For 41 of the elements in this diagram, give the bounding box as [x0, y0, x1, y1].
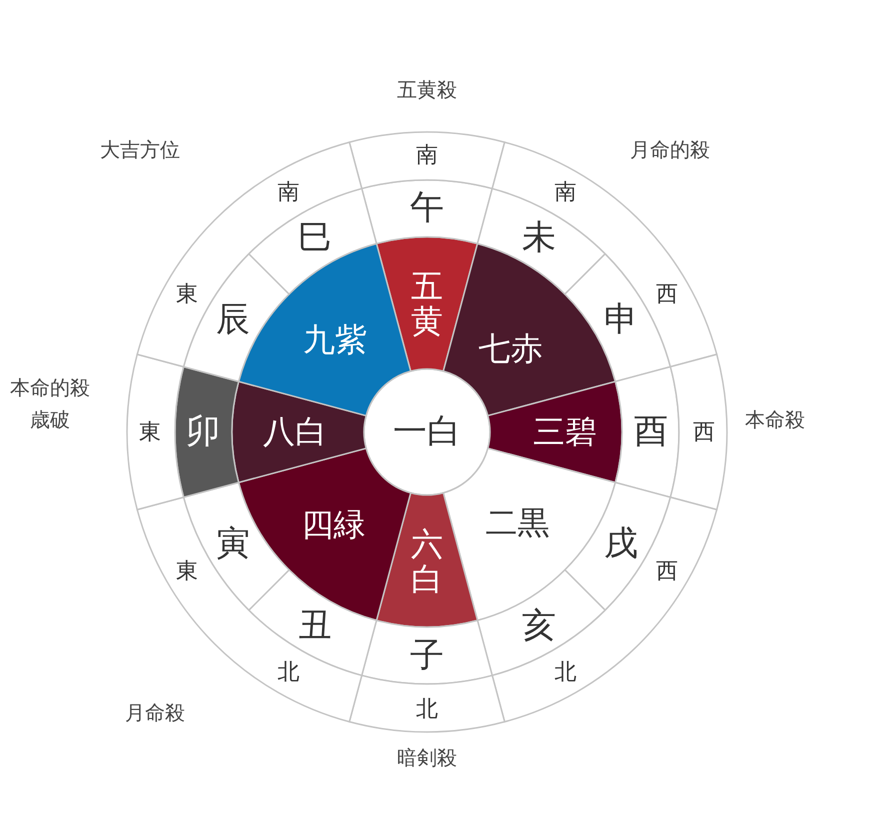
direction-label: 西 [656, 558, 678, 583]
star-label: 七赤 [478, 330, 542, 366]
branch-label: 巳 [298, 219, 332, 257]
direction-label: 西 [693, 420, 715, 444]
center-label: 一白 [393, 413, 461, 451]
star-label: 八白 [263, 414, 327, 450]
star-label: 四緑 [302, 508, 366, 543]
branch-label: 辰 [216, 301, 250, 339]
branch-label: 戌 [604, 525, 638, 563]
branch-label: 丑 [298, 607, 332, 645]
branch-label: 寅 [216, 525, 250, 563]
branch-label: 子 [410, 637, 444, 675]
branch-label: 未 [522, 219, 556, 257]
annotation-label: 歳破 [30, 408, 70, 434]
direction-label: 東 [176, 558, 198, 583]
direction-label: 南 [278, 180, 300, 204]
direction-label: 南 [554, 180, 576, 204]
annotation-label: 本命殺 [745, 408, 805, 434]
annotation-label: 五黄殺 [397, 78, 457, 104]
direction-label: 西 [656, 281, 678, 306]
direction-label: 北 [278, 660, 300, 684]
annotation-label: 月命的殺 [630, 138, 710, 164]
annotation-label: 暗剣殺 [397, 746, 457, 772]
direction-label: 北 [416, 696, 438, 722]
star-label: 二黒 [486, 504, 550, 540]
annotation-label: 月命殺 [125, 702, 185, 726]
branch-label: 酉 [634, 413, 668, 451]
direction-label: 南 [416, 142, 438, 168]
direction-label: 東 [139, 420, 161, 444]
star-label: 五黄 [411, 268, 443, 340]
direction-label: 北 [554, 660, 576, 684]
star-label: 三碧 [533, 414, 597, 450]
branch-label: 午 [410, 189, 444, 227]
branch-label: 申 [604, 301, 638, 339]
annotation-label: 本命的殺 [10, 376, 90, 402]
star-label: 九紫 [303, 322, 368, 358]
branch-label: 卯 [186, 413, 220, 451]
annotation-label: 大吉方位 [100, 138, 180, 164]
branch-label: 亥 [522, 607, 556, 645]
star-label: 六白 [411, 526, 443, 598]
direction-label: 東 [176, 281, 198, 306]
